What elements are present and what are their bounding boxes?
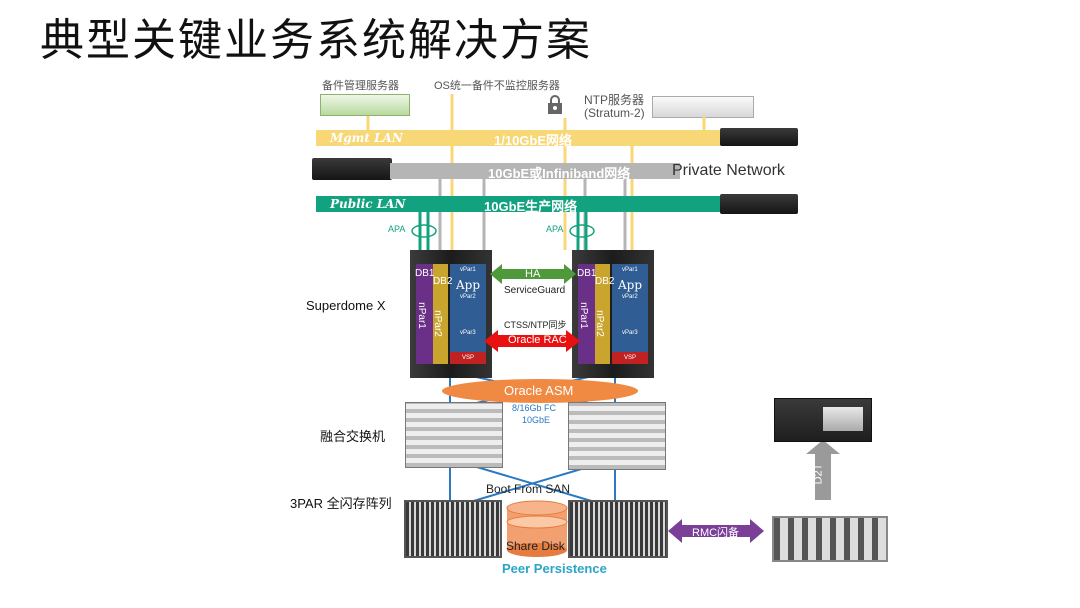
apa-label-left: APA <box>388 224 406 234</box>
os-monitor-label: OS统一备件不监控服务器 <box>434 80 560 92</box>
vpar2-label-right: vPar2 <box>622 294 638 300</box>
private-network-name: Private Network <box>672 162 785 179</box>
npar2-label-left: nPar2 <box>431 310 443 337</box>
ctss-label: CTSS/NTP同步 <box>504 320 567 330</box>
private-network-label: 10GbE或Infiniband网络 <box>488 166 631 181</box>
peer-persistence-label: Peer Persistence <box>502 561 607 576</box>
oracle-rac-arrow <box>484 330 580 352</box>
serviceguard-label: ServiceGuard <box>504 285 566 296</box>
superdome-rack-left <box>410 250 492 378</box>
vpar2-label-left: vPar2 <box>460 294 476 300</box>
3par-array-left <box>404 500 502 558</box>
vpar3-label-right: vPar3 <box>622 330 638 336</box>
superdome-label: Superdome X <box>306 298 386 313</box>
tengbe-label: 10GbE <box>522 415 551 425</box>
vpar1-label-left: vPar1 <box>460 267 476 273</box>
3par-array-right <box>568 500 668 558</box>
public-switch <box>720 194 798 214</box>
public-lan-band <box>316 196 726 212</box>
tape-library <box>774 398 872 442</box>
vsp-label-left: VSP <box>462 355 475 361</box>
spare-server-label: 备件管理服务器 <box>322 80 399 92</box>
npar1-label-right: nPar1 <box>577 302 589 329</box>
mgmt-lan-band <box>316 130 726 146</box>
rmc-label: RMC闪备 <box>692 527 740 539</box>
oracle-rac-label: Oracle RAC <box>508 334 567 346</box>
app-label-right: App <box>618 278 643 292</box>
fc-label: 8/16Gb FC <box>512 403 557 413</box>
npar1-label-left: nPar1 <box>415 302 427 329</box>
switch-label: 融合交换机 <box>320 429 386 444</box>
db2-label-right: DB2 <box>595 276 615 287</box>
spare-management-server <box>320 94 410 116</box>
mgmt-lan-tag: Mgmt LAN <box>330 131 403 145</box>
private-network-band <box>390 163 680 179</box>
private-switch <box>312 158 392 180</box>
mgmt-lan-label: 1/10GbE网络 <box>494 133 573 148</box>
d2t-arrow <box>806 440 840 500</box>
page-title: 典型关键业务系统解决方案 <box>40 15 592 66</box>
public-lan-tag: Public LAN <box>330 197 406 211</box>
ha-arrow <box>490 264 576 284</box>
oracle-asm-label: Oracle ASM <box>504 383 574 398</box>
vpar1-label-right: vPar1 <box>622 267 638 273</box>
storeonce-server <box>772 516 888 562</box>
public-lan-label: 10GbE生产网络 <box>484 199 578 214</box>
ha-label: HA <box>525 268 541 280</box>
oracle-asm-ellipse <box>442 379 638 403</box>
app-label-left: App <box>456 278 481 292</box>
vsp-label-right: VSP <box>624 355 637 361</box>
npar2-label-right: nPar2 <box>593 310 605 337</box>
ntp-label: NTP服务器 <box>584 93 645 107</box>
db2-label-left: DB2 <box>433 276 453 287</box>
db1-label-left: DB1 <box>415 268 435 279</box>
mgmt-switch <box>720 128 798 146</box>
share-disk-label: Share Disk <box>506 539 565 553</box>
storage-label: 3PAR 全闪存阵列 <box>290 496 392 511</box>
rmc-arrow <box>668 519 764 543</box>
boot-from-san-label: Boot From SAN <box>486 482 571 496</box>
converged-switch-right <box>568 402 666 470</box>
converged-switch-left <box>405 402 503 468</box>
share-disk-icon <box>506 500 568 557</box>
superdome-rack-right <box>572 250 654 378</box>
db1-label-right: DB1 <box>577 268 597 279</box>
apa-label-right: APA <box>546 224 564 234</box>
lock-icon <box>544 94 566 116</box>
ntp-stratum-label: (Stratum-2) <box>584 106 645 120</box>
d2t-label: D2T <box>812 463 825 485</box>
vpar3-label-left: vPar3 <box>460 330 476 336</box>
